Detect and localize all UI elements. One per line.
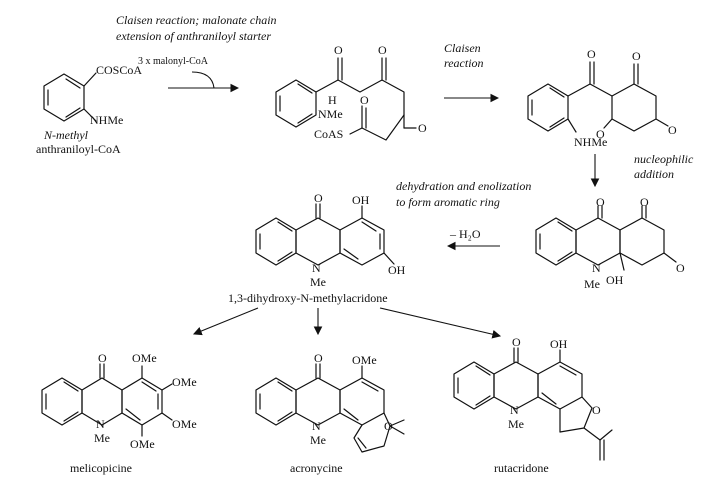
label-start-name-2: anthraniloyl-CoA: [36, 142, 121, 156]
arrow-to-rutacridone: [379, 307, 502, 339]
label-start-name-1: N-methyl: [43, 128, 89, 142]
label-ome-1: OMe: [132, 351, 157, 365]
label-o-4: O: [418, 121, 427, 135]
label-h: H: [328, 93, 337, 107]
label-oh-3: OH: [388, 263, 406, 277]
note-dehydration-1: dehydration and enolization: [396, 179, 531, 193]
note-claisen-1: Claisen: [444, 41, 481, 55]
label-oh-2: OH: [352, 193, 370, 207]
name-melicopicine: melicopicine: [70, 461, 132, 475]
label-o-11: O: [676, 261, 685, 275]
label-o-14: O: [314, 351, 323, 365]
label-n-2: N: [312, 261, 321, 275]
label-me-3: Me: [94, 431, 110, 445]
label-n-5: N: [510, 403, 519, 417]
label-o-8: O: [668, 123, 677, 137]
label-o-16: O: [512, 335, 521, 349]
label-me-5: Me: [508, 417, 524, 431]
label-o-13: O: [98, 351, 107, 365]
label-ome-5: OMe: [352, 353, 377, 367]
arrow-malonyl-curve: [191, 71, 215, 89]
note-water-loss: – H₂O: [449, 227, 481, 241]
label-me-4: Me: [310, 433, 326, 447]
label-ome-3: OMe: [172, 417, 197, 431]
label-o-15: O: [384, 419, 393, 433]
label-me-1: Me: [584, 277, 600, 291]
label-oh-1: OH: [606, 273, 624, 287]
label-coas: CoAS: [314, 127, 343, 141]
structure-n-methylanthraniloyl-coa: [43, 72, 97, 122]
label-o-3: O: [360, 93, 369, 107]
label-oh-4: OH: [550, 337, 568, 351]
structure-trione-intermediate: [527, 61, 669, 133]
label-coscoa: COSCoA: [96, 63, 142, 77]
note-dehydration-2: to form aromatic ring: [396, 195, 500, 209]
note-malonyl-coa: 3 x malonyl-CoA: [138, 56, 209, 67]
label-o-10: O: [640, 195, 649, 209]
label-o-12: O: [314, 191, 323, 205]
label-o-7: O: [596, 127, 605, 141]
label-n-4: N: [312, 419, 321, 433]
label-nhme-2: NHMe: [574, 135, 607, 149]
label-o-17: O: [592, 403, 601, 417]
label-ome-2: OMe: [172, 375, 197, 389]
structure-polyketide-intermediate: [275, 57, 417, 141]
structure-dihydroxy-acridone: [255, 203, 395, 266]
note-nucleophilic-2: addition: [634, 167, 674, 181]
note-claisen-malonate-1: Claisen reaction; malonate chain: [116, 13, 277, 27]
label-nhme-start: NHMe: [90, 113, 123, 127]
structure-rutacridone: [453, 347, 613, 461]
structure-acronycine: [255, 363, 405, 453]
label-n-3: N: [96, 417, 105, 431]
label-ome-4: OMe: [130, 437, 155, 451]
label-o-1: O: [334, 43, 343, 57]
label-acridone-name: 1,3-dihydroxy-N-methylacridone: [228, 291, 388, 305]
label-me-2: Me: [310, 275, 326, 289]
arrow-to-melicopicine: [192, 307, 259, 336]
note-nucleophilic-1: nucleophilic: [634, 152, 694, 166]
note-claisen-malonate-2: extension of anthraniloyl starter: [116, 29, 271, 43]
structure-melicopicine: [41, 363, 173, 437]
name-rutacridone: rutacridone: [494, 461, 549, 475]
label-o-9: O: [596, 195, 605, 209]
label-nme: NMe: [318, 107, 343, 121]
label-o-5: O: [587, 47, 596, 61]
label-o-2: O: [378, 43, 387, 57]
note-claisen-2: reaction: [444, 56, 484, 70]
name-acronycine: acronycine: [290, 461, 343, 475]
label-o-6: O: [632, 49, 641, 63]
structure-cyclized-intermediate: [535, 205, 677, 271]
label-n-1: N: [592, 261, 601, 275]
